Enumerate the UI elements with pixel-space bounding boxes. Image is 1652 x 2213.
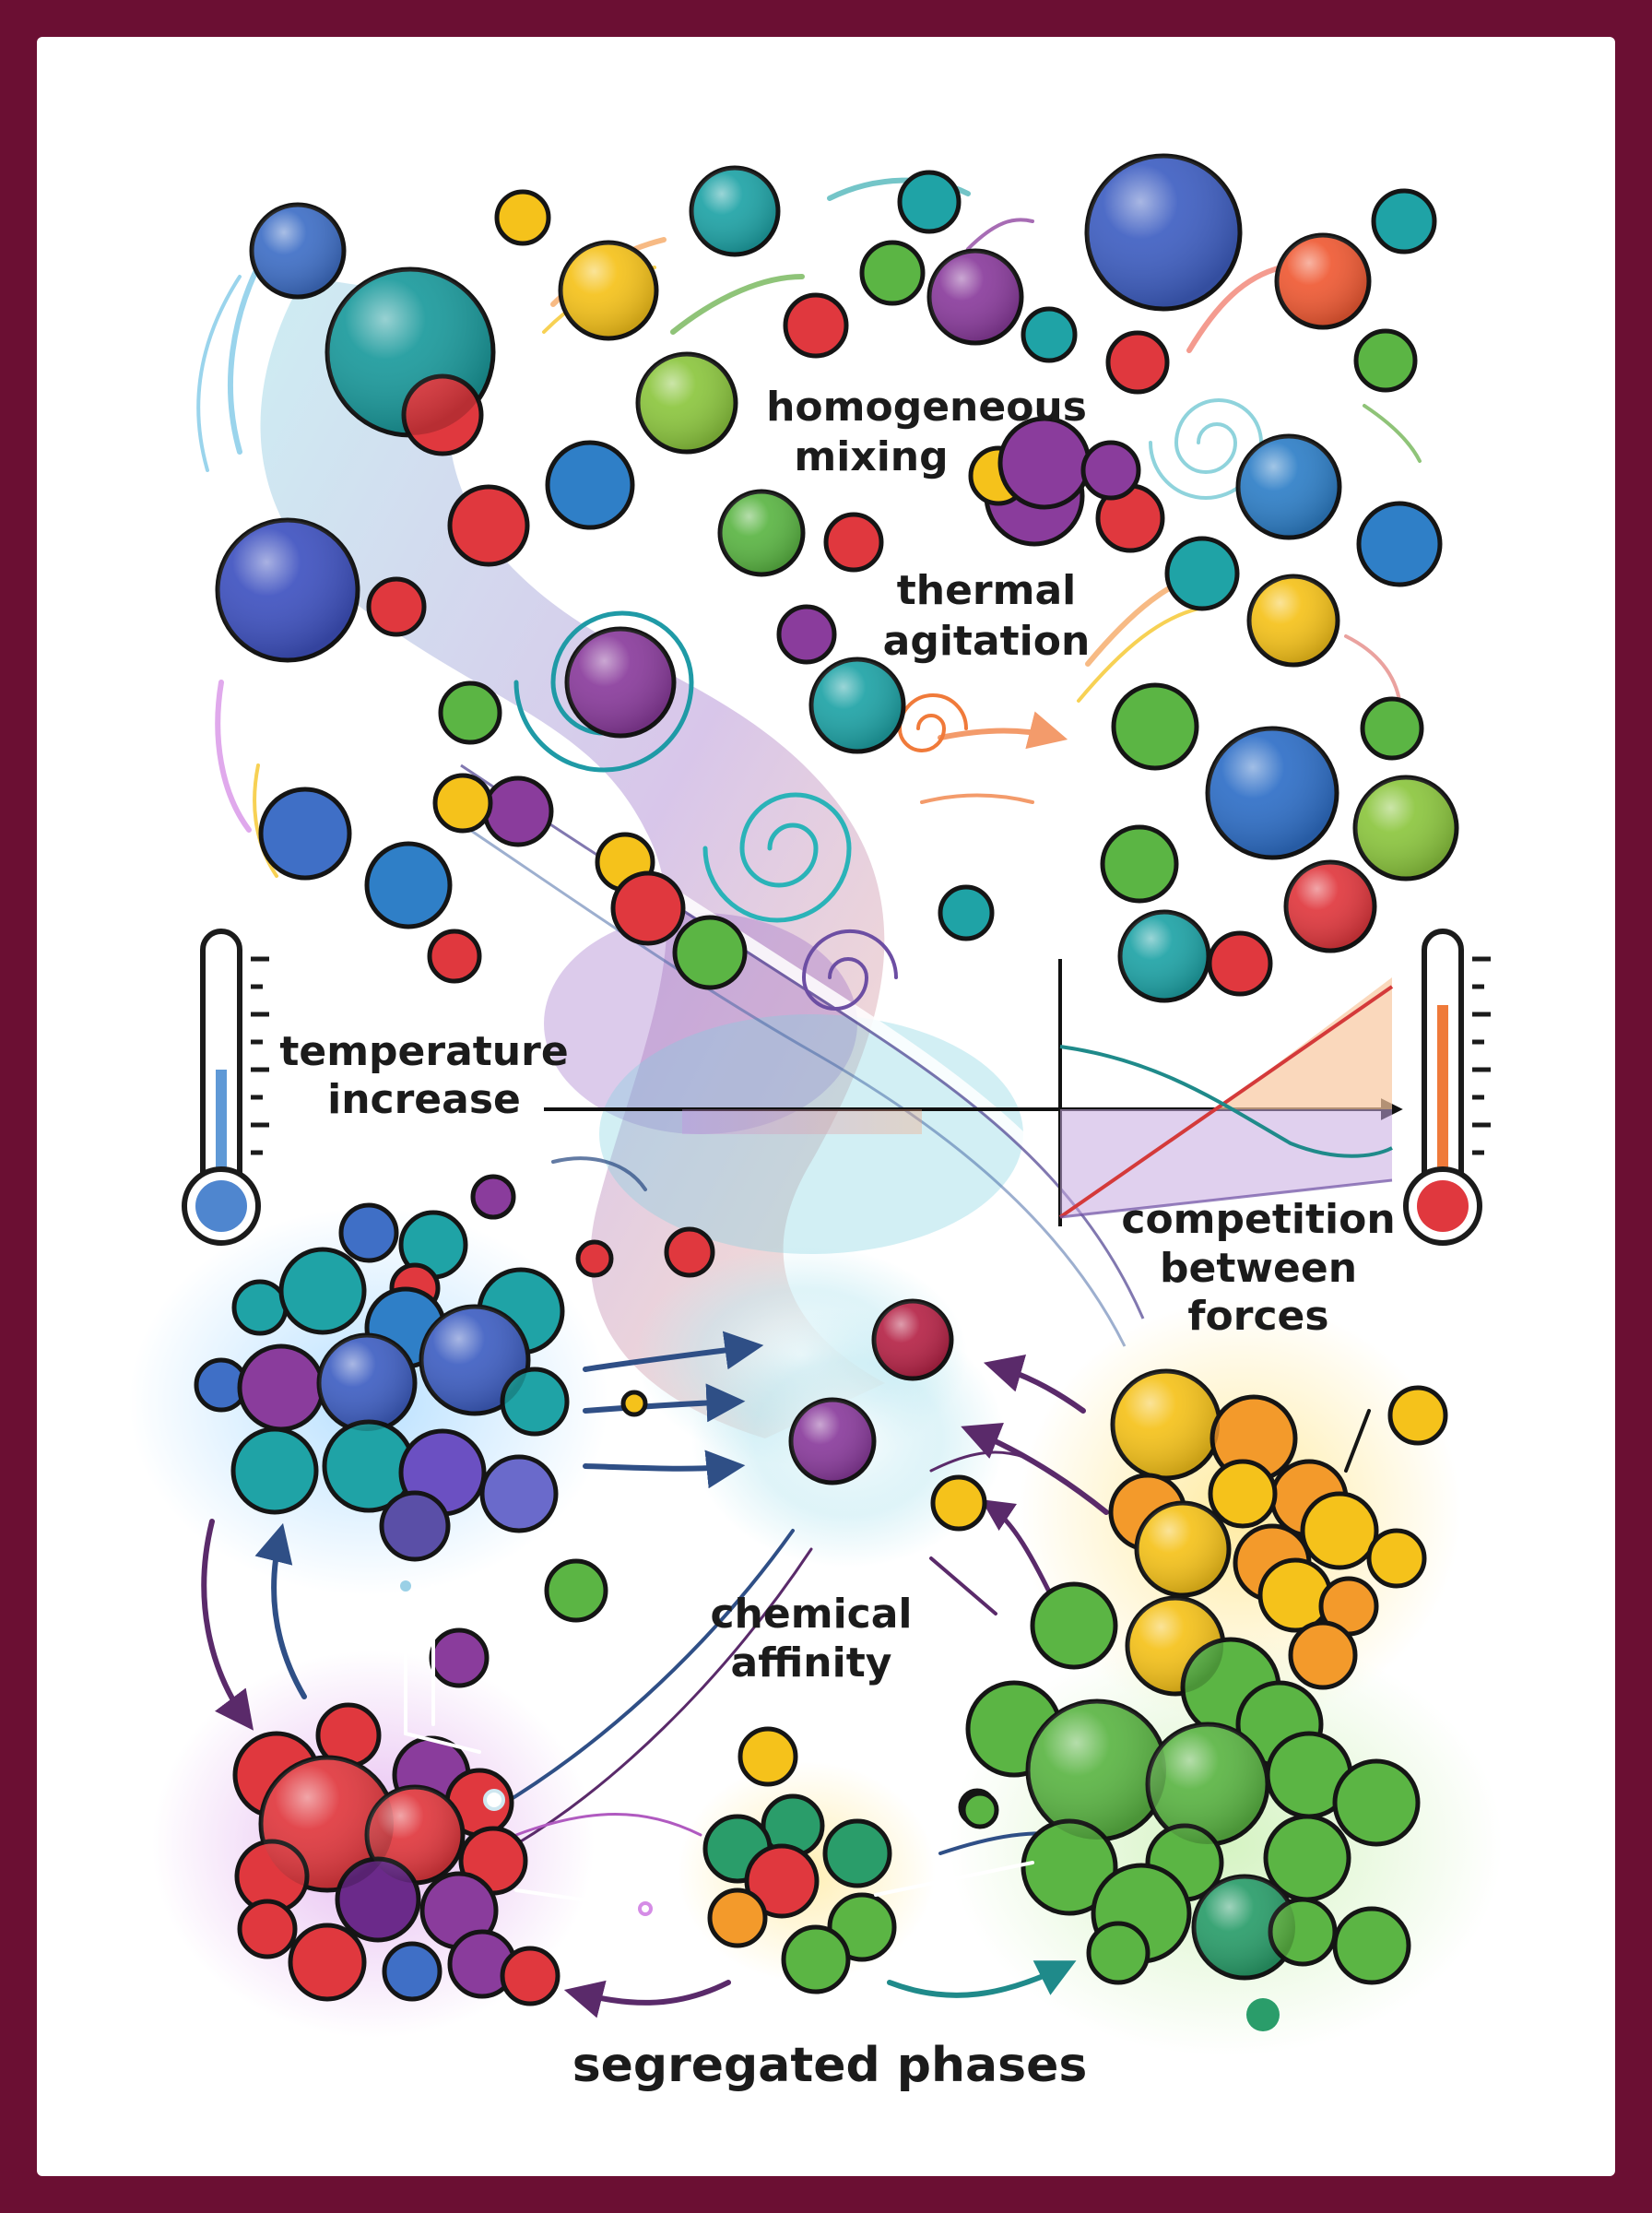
particle-icon: [1164, 536, 1240, 611]
label-line: mixing: [794, 433, 948, 480]
particle-icon: [482, 775, 554, 847]
particle-icon: [1246, 1998, 1280, 2031]
label-line: competition: [1121, 1196, 1395, 1243]
mixed-small-cluster: [702, 1726, 997, 1994]
particle-icon: [545, 440, 635, 530]
label-line: chemical: [710, 1591, 912, 1638]
particle-icon: [447, 484, 530, 567]
particle-icon: [1021, 306, 1078, 363]
particle-icon: [997, 416, 1092, 510]
competition-plot: [1058, 959, 1394, 1226]
entropy-curve: [1059, 1045, 1393, 1158]
label-line: agitation: [883, 618, 1091, 665]
particle-icon: [364, 841, 453, 929]
particle-icon: [366, 576, 427, 637]
particle-icon: [1100, 824, 1179, 904]
particle-icon: [1353, 328, 1418, 393]
label-line: homogeneous: [766, 384, 1087, 431]
particle-icon: [427, 929, 482, 984]
particle-icon: [438, 680, 502, 745]
label-line: between: [1160, 1245, 1357, 1292]
label-thermal-agitation: thermal agitation: [883, 567, 1091, 665]
particle-icon: [776, 604, 837, 665]
particle-icon: [1356, 501, 1443, 587]
label-line: forces: [1187, 1293, 1328, 1340]
label-competition-between-forces: competition between forces: [1121, 1196, 1395, 1340]
particle-highlights-bottom: [261, 1301, 1295, 1978]
label-chemical-affinity: chemical affinity: [710, 1591, 912, 1686]
enthalpy-curve: [1058, 985, 1394, 1219]
particle-icon: [432, 773, 493, 834]
particle-icon: [258, 787, 352, 881]
label-line: thermal: [897, 567, 1077, 614]
particle-icon: [1207, 930, 1273, 997]
particle-icon: [897, 170, 962, 234]
particle-icon: [1080, 440, 1141, 501]
label-line: temperature: [279, 1028, 568, 1075]
particle-icon: [938, 884, 995, 941]
particle-icon: [1360, 696, 1424, 761]
particle-icon: [783, 292, 849, 359]
particle-icon: [1105, 330, 1170, 395]
label-temperature-increase: temperature increase: [279, 1028, 568, 1123]
particle-icon: [1111, 682, 1199, 771]
particle-icon: [494, 189, 551, 246]
arrow-icon: [201, 1331, 1371, 2018]
label-homogeneous-mixing: homogeneous mixing: [766, 384, 1087, 480]
particle-icon: [610, 870, 686, 946]
label-segregated-phases: segregated phases: [572, 2038, 1088, 2093]
thermometer-cold-icon: [182, 929, 269, 1246]
label-line: increase: [327, 1076, 521, 1123]
particle-icon: [672, 915, 748, 990]
particle-highlights-top: [218, 156, 1457, 1000]
phase-gradient-band: [682, 1109, 922, 1134]
sparkle-lights: [400, 1580, 1034, 1916]
thermometer-hot-icon: [1403, 929, 1491, 1246]
particle-icon: [1371, 188, 1437, 254]
particle-icon: [823, 512, 884, 573]
label-line: affinity: [731, 1639, 892, 1686]
particle-icon: [859, 240, 926, 306]
